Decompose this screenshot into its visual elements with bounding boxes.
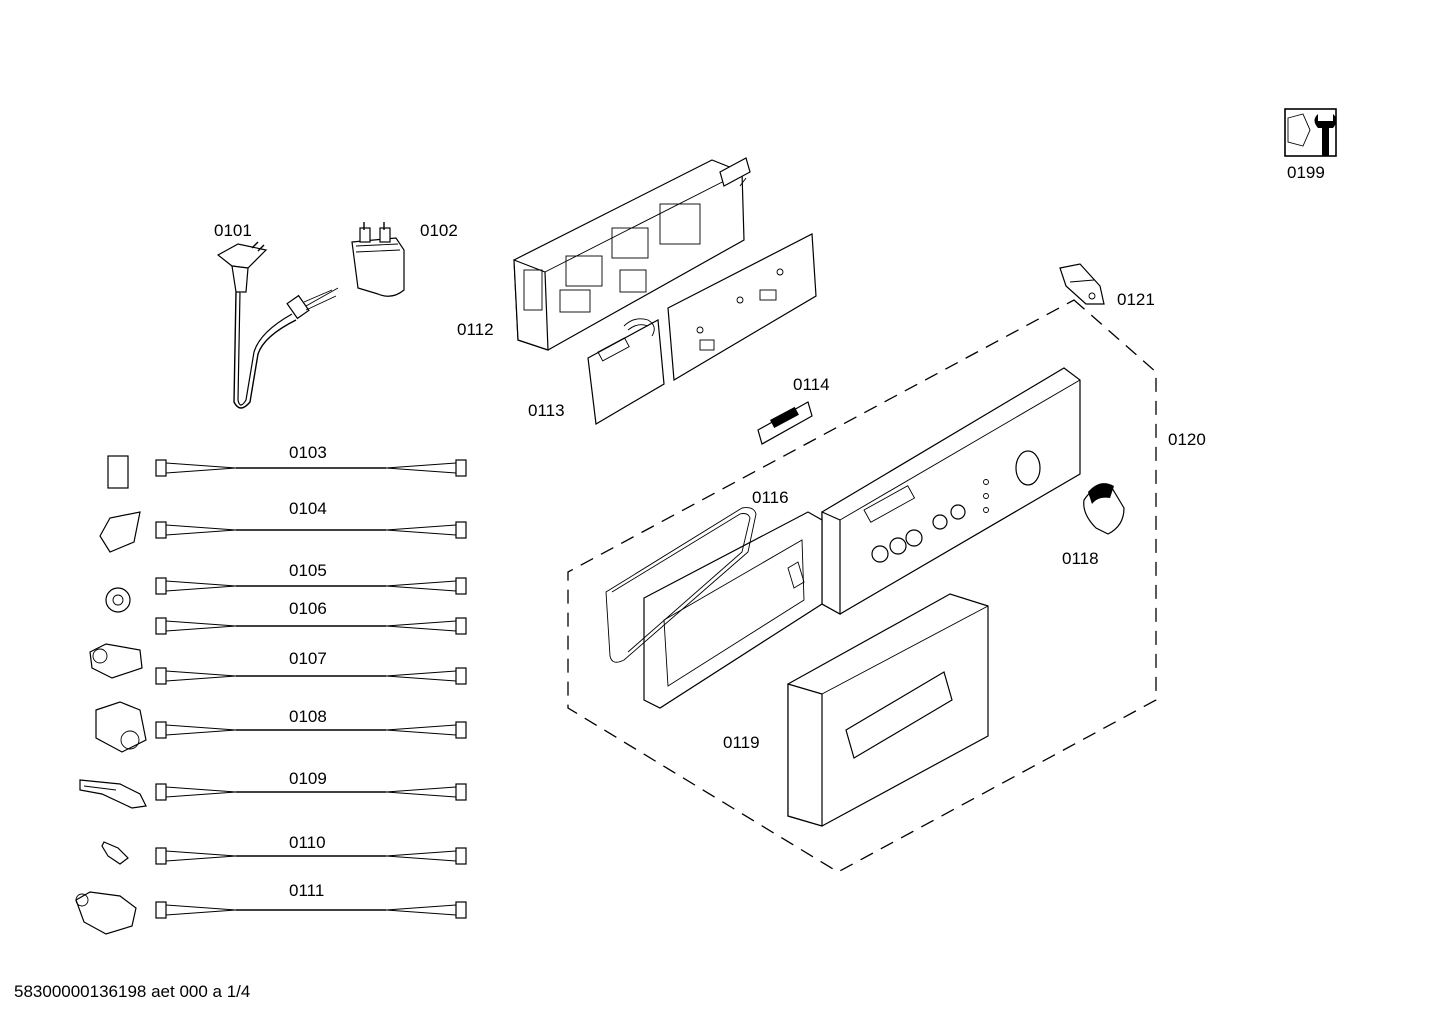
assembly-outline [567, 299, 1157, 873]
label-0199: 0199 [1287, 163, 1325, 182]
dispenser-drawer-handle [787, 593, 989, 827]
label-0113: 0113 [528, 401, 565, 420]
circuit-boards [587, 233, 817, 425]
label-0109: 0109 [289, 769, 327, 788]
label-0107: 0107 [289, 649, 327, 668]
harness-0106 [155, 617, 467, 635]
label-0118: 0118 [1062, 549, 1099, 568]
label-0119: 0119 [723, 733, 760, 752]
power-cord [216, 241, 339, 409]
label-0106: 0106 [289, 599, 327, 618]
label-0111: 0111 [289, 881, 324, 900]
control-panel [821, 367, 1081, 616]
label-0120: 0120 [1168, 430, 1206, 449]
label-0102: 0102 [420, 221, 458, 240]
harness-0107 [89, 643, 467, 685]
label-0110: 0110 [289, 833, 326, 852]
dispenser-frame [605, 507, 823, 709]
harness-0110 [101, 841, 467, 865]
wrench-nut-icon [1284, 108, 1337, 157]
electronic-module-housing [513, 157, 751, 351]
harness-0104 [99, 511, 467, 553]
label-0103: 0103 [289, 443, 327, 462]
label-0114: 0114 [793, 375, 830, 394]
label-0121: 0121 [1117, 290, 1155, 309]
harness-0103 [107, 455, 467, 489]
label-0108: 0108 [289, 707, 327, 726]
door-lock-switch [1059, 263, 1105, 305]
harness-0108 [95, 701, 467, 753]
document-footer: 58300000136198 aet 000 a 1/4 [14, 982, 251, 1001]
program-knob [1083, 483, 1125, 535]
label-0112: 0112 [457, 320, 494, 339]
harness-0111 [75, 891, 467, 935]
label-0105: 0105 [289, 561, 327, 580]
label-0101: 0101 [214, 221, 252, 240]
interference-filter [351, 222, 405, 297]
label-0116: 0116 [752, 488, 789, 507]
label-0104: 0104 [289, 499, 327, 518]
display-module [757, 401, 813, 445]
harness-0105 [105, 577, 467, 613]
harness-0109 [79, 779, 467, 809]
